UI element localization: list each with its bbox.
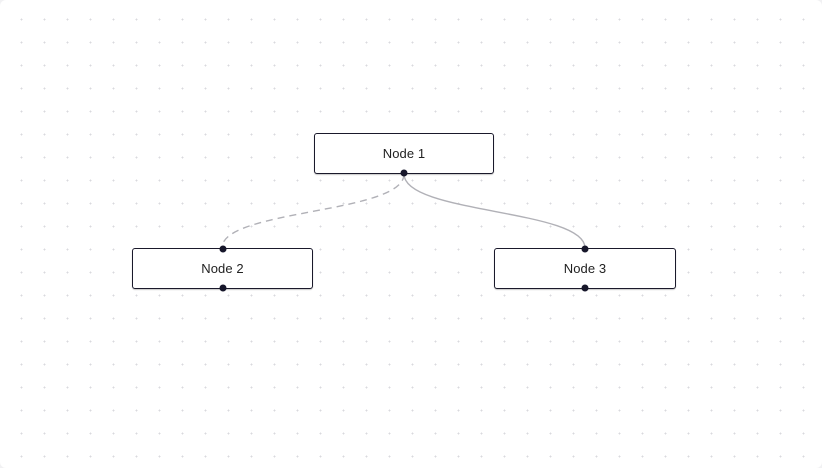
node-handle-top[interactable] [219, 245, 226, 253]
edge-node1-node3[interactable] [403, 173, 586, 249]
node-label: Node 3 [563, 261, 607, 276]
graph-node-1[interactable]: Node 1 [314, 133, 494, 177]
graph-node-3[interactable]: Node 3 [494, 245, 676, 292]
node-handle-bottom[interactable] [581, 284, 589, 292]
node-handle-bottom[interactable] [400, 169, 408, 177]
node-handle-top[interactable] [581, 245, 589, 253]
node-label: Node 1 [382, 146, 426, 161]
node-handle-bottom[interactable] [219, 284, 226, 292]
node-label: Node 2 [201, 261, 244, 276]
edge-node1-node2[interactable] [221, 173, 405, 249]
graph-node-2[interactable]: Node 2 [132, 245, 313, 292]
